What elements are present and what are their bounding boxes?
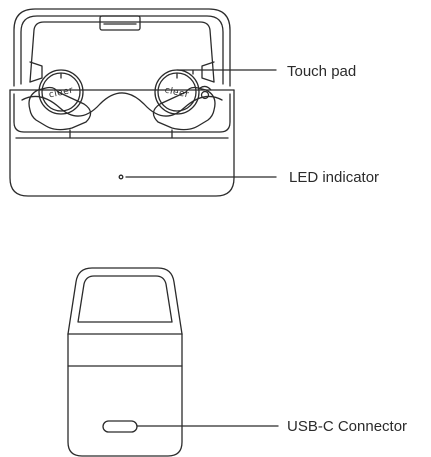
open-charging-case <box>9 8 277 197</box>
earbud-left <box>28 69 92 131</box>
closed-case-lid <box>67 267 183 335</box>
led-indicator-label: LED indicator <box>289 169 380 186</box>
touch-pad-left <box>38 69 84 115</box>
earbud-right-sensor <box>200 90 210 100</box>
touch-pad-label: Touch pad <box>287 63 357 80</box>
touch-pad-leader <box>176 69 277 75</box>
case-lid <box>13 8 231 87</box>
usb-c-port <box>102 420 138 433</box>
earbud-right-brand: cleer <box>164 86 190 101</box>
case-base <box>9 89 235 197</box>
lid-notch-right <box>201 61 215 83</box>
led-indicator-dot <box>118 174 124 180</box>
lid-hinge-slot <box>99 15 141 31</box>
usb-c-connector-label: USB-C Connector <box>287 418 408 435</box>
case-lid-recess <box>29 21 215 83</box>
closed-charging-case <box>67 267 279 457</box>
lid-notch-left <box>29 61 43 83</box>
tray-cradle <box>21 92 223 117</box>
case-base-tray <box>13 93 231 133</box>
closed-case-lid-top <box>77 275 173 323</box>
closed-case-body <box>67 333 183 457</box>
